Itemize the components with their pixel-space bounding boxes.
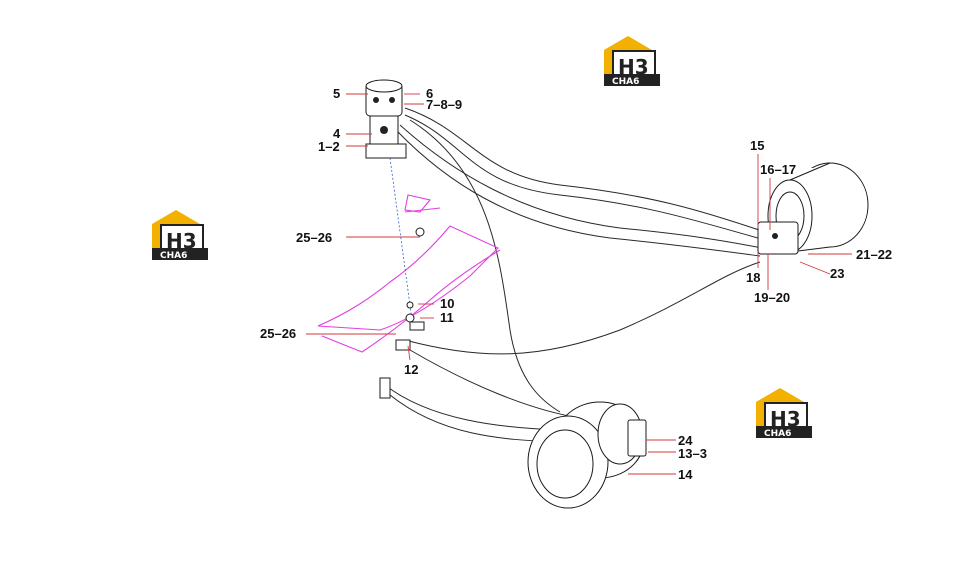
leader-lines (306, 93, 852, 475)
callout-13-3: 13–3 (678, 446, 707, 461)
travel-motor-bottom (527, 401, 647, 509)
callout-19-20: 19–20 (754, 290, 790, 305)
callout-10: 10 (440, 296, 454, 311)
center-swivel-joint (365, 79, 407, 159)
callout-11: 11 (440, 310, 454, 325)
callout-12: 12 (404, 362, 418, 377)
logo-watermark-left: H3 CHA6 (152, 210, 208, 261)
travel-motor-right (757, 162, 869, 255)
callout-labels: 5 6 7–8–9 4 1–2 25–26 10 11 12 25–26 15 … (260, 86, 892, 482)
callout-4: 4 (333, 126, 341, 141)
hydraulic-hoses (384, 107, 766, 443)
logo-bottom-text: CHA6 (764, 429, 791, 439)
callout-1-2: 1–2 (318, 139, 340, 154)
callout-23: 23 (830, 266, 844, 281)
logo-watermark-top: H3 CHA6 (604, 36, 660, 87)
callout-15: 15 (750, 138, 764, 153)
logo-watermark-right: H3 CHA6 (756, 388, 812, 439)
logo-bottom-text: CHA6 (612, 77, 639, 87)
callout-14: 14 (678, 467, 693, 482)
callout-5: 5 (333, 86, 340, 101)
callout-16-17: 16–17 (760, 162, 796, 177)
callout-21-22: 21–22 (856, 247, 892, 262)
fittings (379, 157, 425, 399)
axle-frame (317, 194, 501, 353)
logo-bottom-text: CHA6 (160, 251, 187, 261)
callout-6: 6 (426, 86, 433, 101)
callout-18: 18 (746, 270, 760, 285)
callout-7-8-9: 7–8–9 (426, 97, 462, 112)
callout-25-26-bottom: 25–26 (260, 326, 296, 341)
callout-24: 24 (678, 433, 693, 448)
callout-25-26-top: 25–26 (296, 230, 332, 245)
